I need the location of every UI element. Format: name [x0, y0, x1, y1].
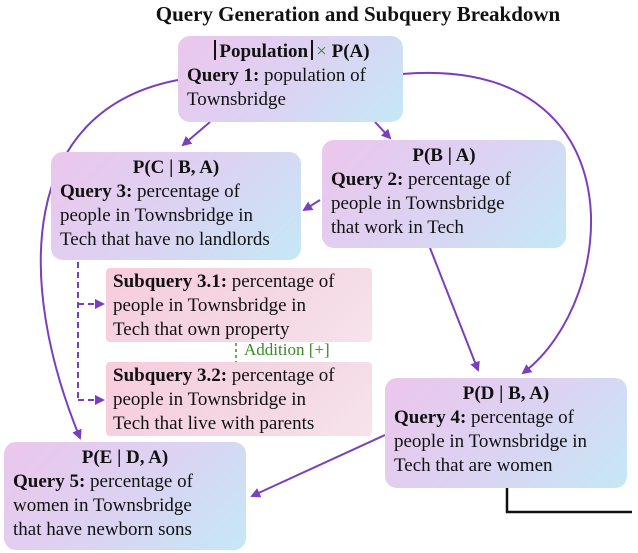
corner-line: [505, 487, 632, 514]
query-3-line2: people in Townsbridge in: [60, 205, 254, 226]
query-3-header: P(C | B, A): [132, 157, 220, 178]
times-symbol: ×: [316, 41, 327, 62]
query-3-line1: percentage of: [132, 181, 240, 202]
query-5-label: Query 5:: [13, 471, 86, 492]
query-5-box: P(E | D, A) Query 5: percentage of women…: [4, 442, 246, 550]
subquery-3-2-label: Subquery 3.2:: [113, 365, 228, 386]
query-3-box: P(C | B, A) Query 3: percentage of peopl…: [51, 152, 301, 260]
arrow-root-to-q5: [39, 79, 179, 440]
arrow-q2-to-q3: [302, 199, 321, 212]
subquery-3-1-line2: people in Townsbridge in: [113, 295, 307, 316]
query-4-box: P(D | B, A) Query 4: percentage of peopl…: [385, 378, 627, 488]
query-2-label: Query 2:: [331, 169, 404, 190]
query-3-line1-wrap: Query 3: percentage of: [60, 180, 292, 204]
arrow-root-to-q4: [401, 71, 592, 375]
arrow-root-to-q3: [181, 121, 211, 147]
diagram-title: Query Generation and Subquery Breakdown: [155, 2, 561, 26]
subquery-3-2-line2: people in Townsbridge in: [113, 389, 307, 410]
arrow-root-to-q2: [374, 121, 392, 140]
abs-bar-left: [214, 40, 217, 60]
query-2-line3: that work in Tech: [331, 217, 464, 238]
subquery-3-2-line3: Tech that live with parents: [113, 413, 315, 434]
root-query-text: Query 1: population of: [187, 64, 394, 88]
addition-label: Addition [+]: [244, 340, 330, 359]
query-3-label: Query 3:: [60, 181, 133, 202]
query-4-line1: percentage of: [466, 407, 574, 428]
query-2-line2: people in Townsbridge: [331, 193, 505, 214]
root-header-prob: P(A): [331, 41, 370, 62]
query-4-line2: people in Townsbridge in: [394, 431, 588, 452]
subquery-3-1-box: Subquery 3.1: percentage of people in To…: [106, 268, 372, 342]
root-header-population: Population: [219, 41, 309, 62]
subquery-3-1-line3: Tech that own property: [113, 319, 290, 340]
query-4-label: Query 4:: [394, 407, 467, 428]
query-1-line2: Townsbridge: [187, 89, 286, 110]
query-2-line1: percentage of: [403, 169, 511, 190]
query-4-line1-wrap: Query 4: percentage of: [394, 406, 618, 430]
subquery-3-2-line1-wrap: Subquery 3.2: percentage of: [113, 364, 365, 388]
subquery-3-2-box: Subquery 3.2: percentage of people in To…: [106, 362, 372, 436]
query-1-line1: population of: [259, 65, 366, 86]
query-5-line2: women in Townsbridge: [13, 495, 192, 516]
abs-bar-right: [311, 40, 314, 60]
arrow-q4-to-q5: [250, 434, 386, 498]
subquery-3-1-label: Subquery 3.1:: [113, 271, 228, 292]
query-4-header: P(D | B, A): [462, 383, 550, 404]
query-4-line3: Tech that are women: [394, 455, 553, 476]
query-1-label: Query 1:: [187, 65, 260, 86]
query-2-box: P(B | A) Query 2: percentage of people i…: [322, 140, 566, 248]
root-query-box: Population× P(A) Query 1: population of …: [178, 36, 403, 122]
subquery-3-1-line1-wrap: Subquery 3.1: percentage of: [113, 270, 365, 294]
query-2-header: P(B | A): [412, 145, 476, 166]
subquery-3-2-line1: percentage of: [227, 365, 335, 386]
query-5-line3: that have newborn sons: [13, 519, 192, 540]
query-3-line3: Tech that have no landlords: [60, 229, 270, 250]
arrow-q2-to-q4: [429, 247, 480, 372]
subquery-3-1-line1: percentage of: [227, 271, 335, 292]
query-5-header: P(E | D, A): [81, 447, 169, 468]
query-5-line1: percentage of: [85, 471, 193, 492]
root-header: Population × P(A): [187, 40, 394, 64]
query-5-line1-wrap: Query 5: percentage of: [13, 470, 237, 494]
query-2-line1-wrap: Query 2: percentage of: [331, 168, 557, 192]
